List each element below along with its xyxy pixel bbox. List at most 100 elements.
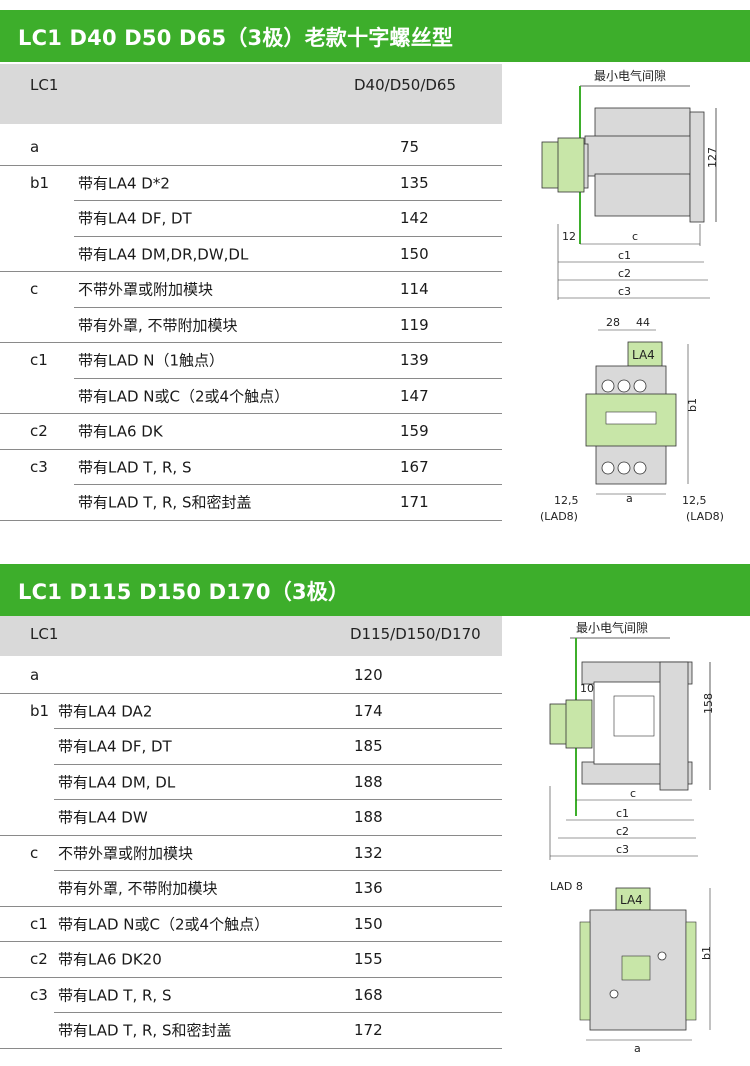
row-description: 带有LA4 D*2 [78, 174, 170, 193]
s2-dim-158: 158 [702, 693, 715, 714]
row-description: 带有LA4 DF, DT [58, 737, 172, 756]
s1-dim-c: c [632, 230, 638, 243]
table-row: c2 带有LA6 DK20 155 [0, 942, 502, 978]
s1-dim-127: 127 [706, 147, 719, 168]
s1-lad8-left: (LAD8) [540, 510, 578, 523]
s2-dim-c3: c3 [616, 843, 629, 856]
row-code: c3 [30, 985, 48, 1004]
s1-dim-a: a [626, 492, 633, 505]
row-description: 带有LAD T, R, S和密封盖 [58, 1021, 232, 1040]
section1-table-header: LC1 D40/D50/D65 [0, 64, 502, 124]
row-description: 带有外罩, 不带附加模块 [78, 316, 238, 335]
section2-table-header: LC1 D115/D150/D170 [0, 616, 502, 656]
row-value: 159 [400, 422, 429, 441]
table-row: c2 带有LA6 DK 159 [0, 414, 502, 450]
row-description: 不带外罩或附加模块 [58, 844, 194, 863]
row-value: 168 [354, 985, 383, 1004]
row-value: 136 [354, 879, 383, 898]
section1-title: LC1 D40 D50 D65（3极）老款十字螺丝型 [18, 26, 454, 50]
s2-dim-c1: c1 [616, 807, 629, 820]
s1-dim-c1: c1 [618, 249, 631, 262]
row-description: 带有LA4 DM,DR,DW,DL [78, 245, 249, 264]
s2-la4: LA4 [620, 893, 643, 907]
s2-dim-a: a [634, 1042, 641, 1055]
s1-dim-125-left: 12,5 [554, 494, 579, 507]
s2-dim-c2: c2 [616, 825, 629, 838]
row-value: 174 [354, 701, 383, 720]
s1-clearance-label: 最小电气间隙 [594, 68, 666, 83]
table-row: b1 带有LA4 D*2 135 [30, 166, 502, 201]
row-description: 带有LA6 DK [78, 422, 163, 441]
row-description: 带有LAD T, R, S [78, 458, 192, 477]
row-description: 带有LAD N（1触点） [78, 351, 225, 370]
s1-dim-125-right: 12,5 [682, 494, 707, 507]
row-description: 带有LAD T, R, S和密封盖 [78, 493, 252, 512]
section1-header-right: D40/D50/D65 [354, 76, 457, 94]
s1-dim-12: 12 [562, 230, 576, 243]
row-code: a [30, 138, 40, 157]
s1-dim-44: 44 [636, 316, 650, 329]
row-value: 120 [354, 666, 383, 685]
row-description: 带有LA6 DK20 [58, 950, 162, 969]
row-description: 带有LA4 DM, DL [58, 773, 176, 792]
row-code: b1 [30, 173, 50, 192]
row-code: b1 [30, 701, 50, 720]
s2-dim-b1: b1 [700, 946, 713, 960]
s1-dim-b1: b1 [686, 398, 699, 412]
s2-dim-c: c [630, 787, 636, 800]
row-value: 172 [354, 1021, 383, 1040]
row-value: 132 [354, 843, 383, 862]
table-row: c1 带有LAD N或C（2或4个触点） 150 [0, 907, 502, 942]
section2-header-right: D115/D150/D170 [350, 625, 481, 643]
row-code: c1 [30, 351, 48, 370]
row-description: 带有LAD T, R, S [58, 986, 172, 1005]
row-description: 带有LA4 DF, DT [78, 209, 192, 228]
row-value: 155 [354, 950, 383, 969]
section2-title: LC1 D115 D150 D170（3极） [18, 580, 350, 604]
row-value: 150 [354, 914, 383, 933]
table-row: 带有外罩, 不带附加模块 119 [0, 308, 502, 343]
row-code: c2 [30, 422, 48, 441]
table-row: 带有LAD N或C（2或4个触点）147 [0, 379, 502, 414]
s2-clearance-label: 最小电气间隙 [576, 620, 648, 635]
row-value: 188 [354, 772, 383, 791]
table-row: 带有LA4 DM, DL 188 [54, 765, 502, 800]
row-description: 带有LA4 DA2 [58, 702, 153, 721]
row-value: 142 [400, 209, 429, 228]
row-value: 135 [400, 173, 429, 192]
row-value: 75 [400, 138, 420, 157]
row-value: 188 [354, 808, 383, 827]
section1-dimension-diagram: 最小电气间隙 127 12 c c1 c2 c3 28 44 LA4 b1 a … [510, 64, 750, 530]
s1-lad8-right: (LAD8) [686, 510, 724, 523]
row-description: 不带外罩或附加模块 [78, 280, 214, 299]
row-value: 147 [400, 386, 429, 405]
row-description: 带有外罩, 不带附加模块 [58, 879, 218, 898]
table-row: c3 带有LAD T, R, S 168 [30, 978, 502, 1013]
section2-header-left: LC1 [30, 625, 59, 643]
section1-header-left: LC1 [30, 76, 59, 94]
s1-dim-c2: c2 [618, 267, 631, 280]
s1-dim-c3: c3 [618, 285, 631, 298]
section2-dimension-diagram: 最小电气间隙 10 158 c c1 c2 c3 LAD 8 LA4 b1 a [510, 616, 750, 1060]
section1-banner: LC1 D40 D50 D65（3极）老款十字螺丝型 [0, 10, 750, 62]
row-code: c2 [30, 950, 48, 969]
s1-dim-28: 28 [606, 316, 620, 329]
table-row: b1 带有LA4 DA2 174 [30, 694, 502, 729]
table-row: a 75 [0, 130, 502, 166]
s2-dim-10: 10 [580, 682, 594, 695]
row-value: 119 [400, 315, 429, 334]
row-code: c1 [30, 914, 48, 933]
table-row: 带有LAD T, R, S和密封盖 172 [0, 1013, 502, 1049]
section2-banner: LC1 D115 D150 D170（3极） [0, 564, 750, 616]
row-description: 带有LAD N或C（2或4个触点） [58, 915, 270, 934]
table-row: 带有LA4 DF, DT 142 [74, 201, 502, 237]
row-value: 114 [400, 280, 429, 299]
row-description: 带有LA4 DW [58, 808, 148, 827]
